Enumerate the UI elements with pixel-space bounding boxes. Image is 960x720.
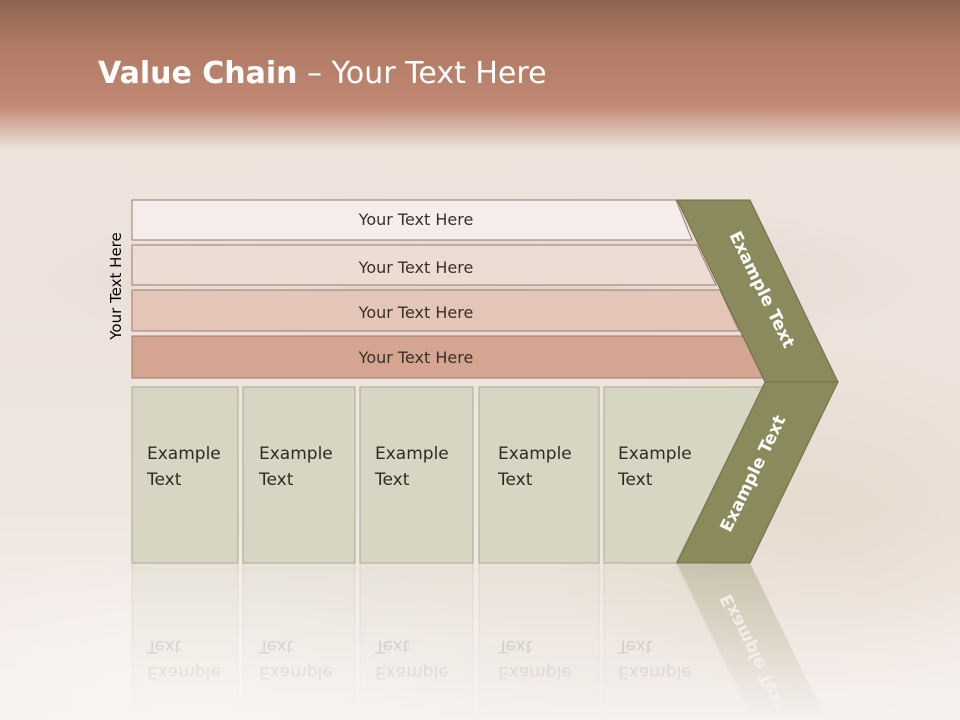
primary-boxes: Example Text Example Text Example Text E…: [131, 386, 764, 564]
band-3-label: Your Text Here: [358, 303, 474, 322]
svg-text:Example: Example: [375, 662, 449, 682]
box-5-line2: Text: [617, 470, 653, 490]
box-3-line2: Text: [374, 470, 410, 490]
box-4-line1: Example: [498, 444, 572, 464]
svg-text:Text: Text: [146, 636, 182, 656]
page-title: Value Chain – Your Text Here: [98, 54, 547, 94]
title-bold: Value Chain: [98, 56, 298, 91]
box-4-line2: Text: [497, 470, 533, 490]
svg-text:Text: Text: [374, 636, 410, 656]
band-3: [131, 289, 740, 332]
box-5-line1: Example: [618, 444, 692, 464]
box-1-line2: Text: [146, 470, 182, 490]
svg-text:Text: Text: [617, 636, 653, 656]
svg-text:Text: Text: [497, 636, 533, 656]
svg-text:Example: Example: [618, 662, 692, 682]
box-2-line2: Text: [258, 470, 294, 490]
box-2: [242, 386, 356, 564]
title-rest: – Your Text Here: [297, 56, 547, 91]
reflection: Example Text Example Text Example Text E…: [131, 562, 827, 720]
box-1: [131, 386, 239, 564]
svg-text:Example: Example: [498, 662, 572, 682]
margin-chevron: Example Text Example Text: [676, 199, 839, 564]
svg-text:Example: Example: [259, 662, 333, 682]
box-3: [359, 386, 474, 564]
band-2-label: Your Text Here: [358, 258, 474, 277]
band-4-label: Your Text Here: [358, 348, 474, 367]
support-bands: Your Text Here Your Text Here Your Text …: [131, 199, 764, 379]
box-3-line1: Example: [375, 444, 449, 464]
svg-text:Example: Example: [147, 662, 221, 682]
band-1: [131, 199, 693, 241]
header-band: [0, 0, 960, 150]
band-2: [131, 244, 717, 286]
box-1-line1: Example: [147, 444, 221, 464]
box-4: [478, 386, 600, 564]
svg-text:Text: Text: [258, 636, 294, 656]
band-1-label: Your Text Here: [358, 210, 474, 229]
box-2-line1: Example: [259, 444, 333, 464]
